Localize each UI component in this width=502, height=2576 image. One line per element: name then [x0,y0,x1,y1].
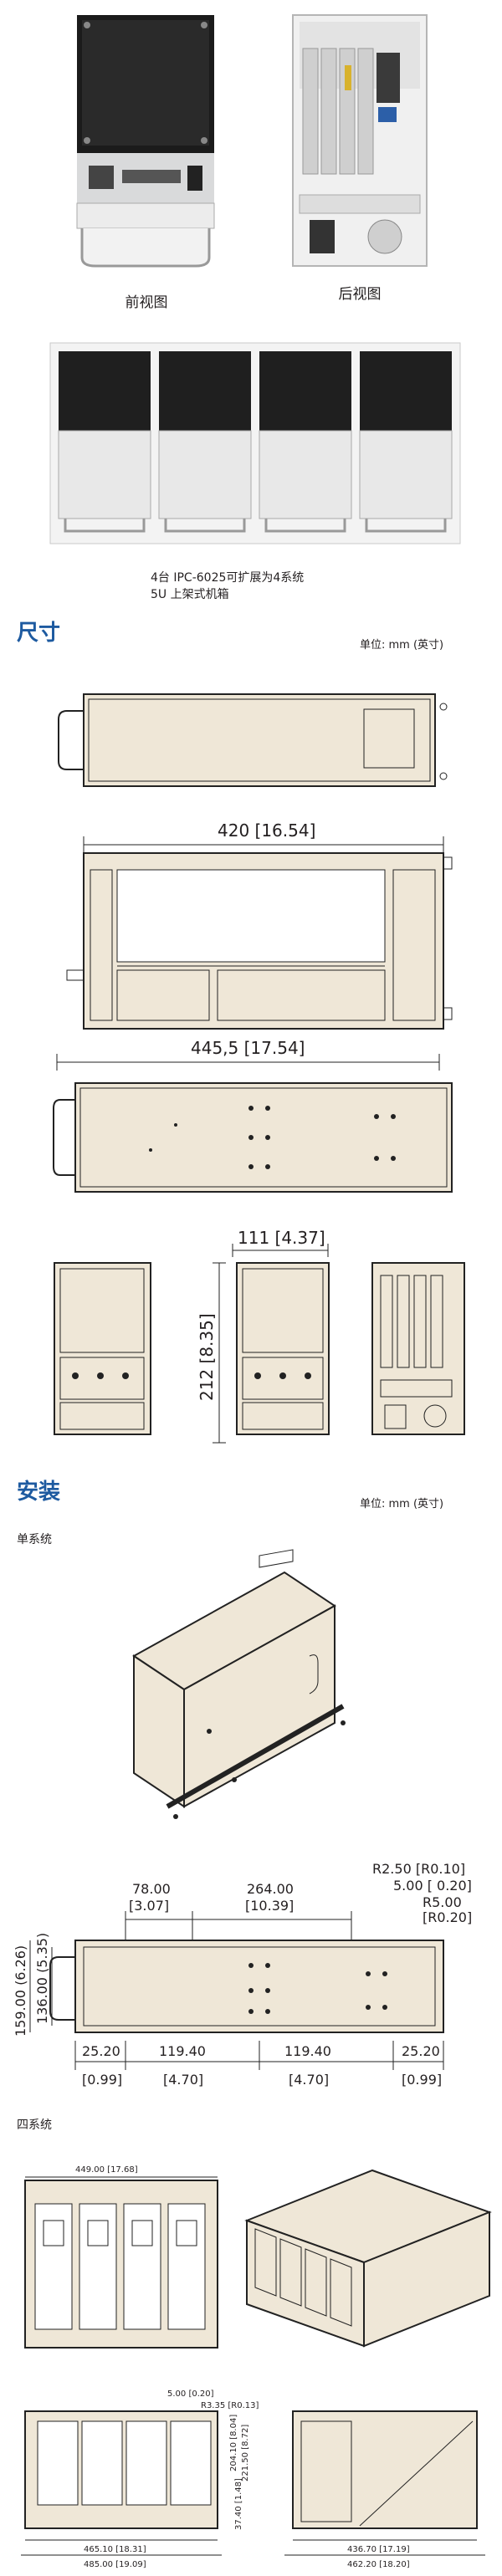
quad-top-width: 449.00 [17.68] [75,2165,138,2175]
rear-view-photo [284,14,435,270]
quad-w43670: 436.70 [17.19] [347,2545,410,2554]
dim-b25b-in: [0.99] [402,2072,442,2088]
rack-caption-line2: 5U 上架式机箱 [151,588,229,601]
quad-h22150: 221.50 [8.72] [241,2425,250,2481]
dim-78-in: [3.07] [129,1898,169,1914]
dim-r5: R5.00 [423,1894,462,1910]
rack-chassis-photo [49,342,461,544]
dim-500: 5.00 [ 0.20] [393,1878,472,1894]
single-system-label: 单系统 [17,1533,52,1546]
quad-isometric-drawing [244,2169,492,2348]
dim-b25b: 25.20 [402,2043,440,2059]
quad-r335: R3.35 [R0.13] [201,2401,259,2410]
dim-h159: 159.00 (6.26) [13,1945,28,2037]
bottom-view-drawing [50,1075,460,1200]
height-dimension: 212 [8.35] [197,1262,226,1444]
quad-side-drawing: 436.70 [17.19] 462.20 [18.20] [284,2410,485,2569]
width-dimension: 420 [16.54] [83,820,444,853]
depth-label: 445,5 [17.54] [191,1038,305,1058]
quad-w46220: 462.20 [18.20] [347,2560,410,2569]
dim-264: 264.00 [247,1881,294,1897]
dim-b25-in: [0.99] [82,2072,122,2088]
front-view-photo [70,15,221,270]
quad-system-label: 四系统 [17,2119,52,2132]
top-view-drawing [50,686,452,795]
front-view-left-drawing [50,1259,155,1439]
quad-d5: 5.00 [0.20] [167,2389,214,2399]
dimensions-unit: 单位: mm (英寸) [360,639,444,652]
rack-caption-line1: 4台 IPC-6025可扩展为4系统 [151,571,305,585]
quad-w46510: 465.10 [18.31] [84,2545,146,2554]
dim-b119a-in: [4.70] [163,2072,203,2088]
side-view-drawing [66,845,460,1037]
quad-front-drawing: 449.00 [17.68] [24,2165,218,2349]
quad-h3740: 37.40 [1.48] [234,2478,243,2530]
dim-b119a: 119.40 [159,2043,206,2059]
rear-view-drawing [368,1259,473,1439]
dim-b119b: 119.40 [284,2043,331,2059]
quad-h20410: 204.10 [8.04] [229,2415,238,2471]
width-label: 420 [16.54] [218,820,315,841]
front-width-label: 111 [4.37] [238,1228,325,1248]
dim-78: 78.00 [132,1881,171,1897]
depth-dimension: 445,5 [17.54] [56,1038,440,1071]
front-view-caption: 前视图 [125,294,168,311]
rear-view-caption: 后视图 [338,286,382,303]
front-width-dimension: 111 [4.37] [232,1228,329,1257]
height-label: 212 [8.35] [197,1313,217,1401]
dim-264-in: [10.39] [245,1898,294,1914]
dimensions-title: 尺寸 [17,621,61,646]
dim-b119b-in: [4.70] [289,2072,329,2088]
quad-bottom-drawing: 5.00 [0.20] R3.35 [R0.13] 204.10 [8.04] … [21,2389,259,2569]
dim-h136: 136.00 (5.35) [34,1933,50,2024]
dim-r5-in: [R0.20] [423,1909,472,1925]
single-system-dim-drawing: 78.00 [3.07] 264.00 [10.39] R2.50 [R0.10… [13,1861,472,2088]
dim-b25: 25.20 [82,2043,120,2059]
dim-r250: R2.50 [R0.10] [372,1861,465,1877]
quad-w48500: 485.00 [19.09] [84,2560,146,2569]
front-view-center-drawing [233,1259,337,1439]
single-system-isometric [117,1549,368,1823]
installation-unit: 单位: mm (英寸) [360,1498,444,1510]
installation-title: 安装 [17,1480,61,1505]
